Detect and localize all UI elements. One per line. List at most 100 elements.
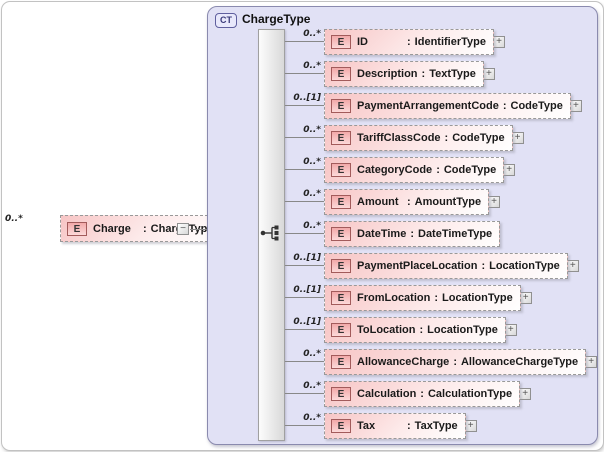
cardinality-label: 0..* [303, 157, 321, 167]
element-row: 0..* E Tax : TaxType + [285, 413, 477, 439]
element-name: Amount [357, 196, 399, 208]
element-icon: E [331, 99, 351, 113]
type-separator: : [434, 292, 439, 304]
element-name: ID [357, 36, 368, 48]
connector-line [285, 425, 324, 426]
cardinality-label: 0..* [303, 61, 321, 71]
type-separator: : [453, 356, 457, 368]
expand-icon[interactable]: + [511, 132, 524, 144]
expand-icon[interactable]: + [482, 68, 495, 80]
element-row: 0..[1] E ToLocation : LocationType + [285, 317, 517, 343]
expand-icon[interactable]: + [585, 356, 598, 368]
element-type: AmountType [414, 196, 482, 208]
connector-line [285, 361, 324, 362]
element-row: 0..* E CategoryCode : CodeType + [285, 157, 516, 183]
element-node-tax[interactable]: E Tax : TaxType [324, 413, 466, 439]
connector-line [285, 137, 324, 138]
element-name: PaymentArrangementCode [357, 100, 499, 112]
element-type: LocationType [427, 324, 498, 336]
expand-icon[interactable]: + [503, 164, 516, 176]
expand-icon[interactable]: + [519, 292, 532, 304]
complex-type-container: CT ChargeType 0..* E ID : IdentifierType… [207, 6, 598, 445]
element-icon: E [331, 419, 351, 433]
cardinality-label: 0..* [303, 413, 321, 423]
element-icon: E [331, 387, 351, 401]
expand-icon[interactable]: + [566, 260, 579, 272]
element-node-description[interactable]: E Description : TextType [324, 61, 484, 87]
element-icon: E [331, 227, 351, 241]
element-node-amount[interactable]: E Amount : AmountType [324, 189, 490, 215]
element-icon: E [331, 291, 351, 305]
element-row: 0..[1] E PaymentPlaceLocation : Location… [285, 253, 579, 279]
element-type: LocationType [442, 292, 513, 304]
element-row: 0..* E ID : IdentifierType + [285, 29, 505, 55]
element-node-date-time[interactable]: E DateTime : DateTimeType [324, 221, 501, 247]
element-name: ToLocation [357, 324, 416, 336]
element-node-tariff-class-code[interactable]: E TariffClassCode : CodeType [324, 125, 513, 151]
connector-line [285, 297, 324, 298]
connector-line [285, 201, 324, 202]
element-name: FromLocation [357, 292, 431, 304]
sequence-compositor-icon [260, 225, 279, 241]
connector-line [285, 41, 324, 42]
element-name: AllowanceCharge [357, 356, 450, 368]
element-row: 0..* E DateTime : DateTimeType [285, 221, 501, 247]
expand-icon[interactable]: + [488, 196, 501, 208]
type-separator: : [407, 420, 411, 432]
element-type: IdentifierType [414, 36, 486, 48]
expand-icon[interactable]: + [569, 100, 582, 112]
element-row: 0..* E AllowanceCharge : AllowanceCharge… [285, 349, 598, 375]
cardinality-label: 0..[1] [293, 285, 321, 295]
type-separator: : [420, 388, 424, 400]
element-name: TariffClassCode [357, 132, 441, 144]
element-type: LocationType [489, 260, 560, 272]
element-node-payment-place-location[interactable]: E PaymentPlaceLocation : LocationType [324, 253, 568, 279]
cardinality-label: 0..* [303, 381, 321, 391]
connector-line [285, 169, 324, 170]
type-separator: : [419, 324, 424, 336]
expand-icon[interactable]: + [519, 388, 532, 400]
type-separator: : [407, 196, 411, 208]
element-node-category-code[interactable]: E CategoryCode : CodeType [324, 157, 505, 183]
element-name: DateTime [357, 228, 407, 240]
expand-icon[interactable]: + [504, 324, 517, 336]
element-name: CategoryCode [357, 164, 433, 176]
element-icon: E [331, 323, 351, 337]
collapse-icon[interactable]: − [177, 223, 189, 235]
connector-line [285, 233, 324, 234]
element-icon: E [331, 163, 351, 177]
cardinality-label: 0..* [303, 349, 321, 359]
element-icon: E [67, 221, 87, 236]
element-type: CodeType [443, 164, 497, 176]
type-separator: : [143, 222, 147, 235]
type-separator: : [444, 132, 449, 144]
element-type: TextType [429, 68, 476, 80]
type-separator: : [421, 68, 426, 80]
element-node-id[interactable]: E ID : IdentifierType [324, 29, 494, 55]
cardinality-label: 0..[1] [293, 317, 321, 327]
element-icon: E [331, 67, 351, 81]
element-node-from-location[interactable]: E FromLocation : LocationType [324, 285, 521, 311]
element-name: Calculation [357, 388, 417, 400]
complex-type-title: ChargeType [242, 12, 311, 26]
element-row: 0..* E TariffClassCode : CodeType + [285, 125, 524, 151]
element-type: DateTimeType [418, 228, 493, 240]
connector-line [285, 393, 324, 394]
connector-line [285, 73, 324, 74]
type-separator: : [436, 164, 440, 176]
type-separator: : [481, 260, 486, 272]
element-row: 0..* E Calculation : CalculationType + [285, 381, 532, 407]
element-name: PaymentPlaceLocation [357, 260, 478, 272]
element-name: Charge [93, 222, 131, 235]
expand-icon[interactable]: + [464, 420, 477, 432]
element-node-allowance-charge[interactable]: E AllowanceCharge : AllowanceChargeType [324, 349, 587, 375]
element-type: CalculationType [427, 388, 513, 400]
element-row: 0..* E Description : TextType + [285, 61, 495, 87]
element-row: 0..[1] E FromLocation : LocationType + [285, 285, 532, 311]
element-type: CodeType [510, 100, 563, 112]
element-node-payment-arrangement-code[interactable]: E PaymentArrangementCode : CodeType [324, 93, 571, 119]
element-node-calculation[interactable]: E Calculation : CalculationType [324, 381, 521, 407]
element-node-to-location[interactable]: E ToLocation : LocationType [324, 317, 506, 343]
expand-icon[interactable]: + [492, 36, 505, 48]
